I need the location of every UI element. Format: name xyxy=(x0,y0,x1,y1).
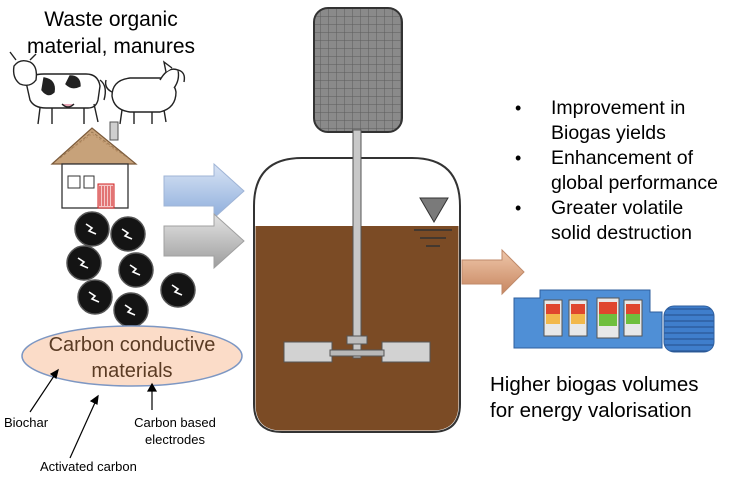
carbon-materials-ellipse xyxy=(21,325,243,387)
label-arrows xyxy=(29,368,158,459)
benefit-item: • Improvement in Biogas yields xyxy=(515,96,750,146)
house-icon xyxy=(50,121,138,209)
bullet-dot: • xyxy=(515,98,522,118)
carbon-electrodes-line: Carbon based xyxy=(134,415,216,430)
outcome-label: Higher biogas volumes for energy valoris… xyxy=(490,372,699,424)
benefit-line: solid destruction xyxy=(551,222,692,244)
ccm-line: materials xyxy=(91,360,173,382)
outcome-line: for energy valorisation xyxy=(490,399,692,422)
liquid-level-marker xyxy=(414,197,452,247)
inputs-title-line: Waste organic xyxy=(44,8,178,31)
activated-carbon-label: Activated carbon xyxy=(40,459,137,474)
inputs-title-line: material, manures xyxy=(26,35,196,58)
outcome-line: Higher biogas volumes xyxy=(490,373,699,396)
benefits-list: • Improvement in Biogas yields • Enhance… xyxy=(515,96,750,246)
input-arrow-top xyxy=(163,162,245,220)
carbon-electrodes-line: electrodes xyxy=(145,432,205,447)
input-arrow-bottom xyxy=(163,212,245,270)
benefit-line: global performance xyxy=(551,172,718,194)
cow-icon xyxy=(9,51,107,125)
generator-icon xyxy=(513,289,715,353)
bullet-dot: • xyxy=(515,198,522,218)
benefit-item: • Enhancement of global performance xyxy=(515,146,750,196)
benefit-line: Enhancement of xyxy=(551,147,694,169)
benefit-line: Biogas yields xyxy=(551,122,666,144)
benefit-item: • Greater volatile solid destruction xyxy=(515,196,750,246)
ccm-line: Carbon conductive xyxy=(48,334,216,356)
mixer-motor xyxy=(313,7,403,133)
carbon-electrodes-label: Carbon based electrodes xyxy=(128,414,222,448)
pig-icon xyxy=(104,60,186,125)
biogas-output-arrow xyxy=(461,248,525,296)
benefit-line: Improvement in xyxy=(551,97,686,119)
carbon-materials-label: Carbon conductive materials xyxy=(22,332,242,384)
bullet-dot: • xyxy=(515,148,522,168)
inputs-title: Waste organic material, manures xyxy=(0,6,222,60)
biochar-label: Biochar xyxy=(4,415,49,430)
particle-highlights xyxy=(77,223,183,316)
benefit-line: Greater volatile xyxy=(551,197,684,219)
impeller xyxy=(283,129,431,363)
